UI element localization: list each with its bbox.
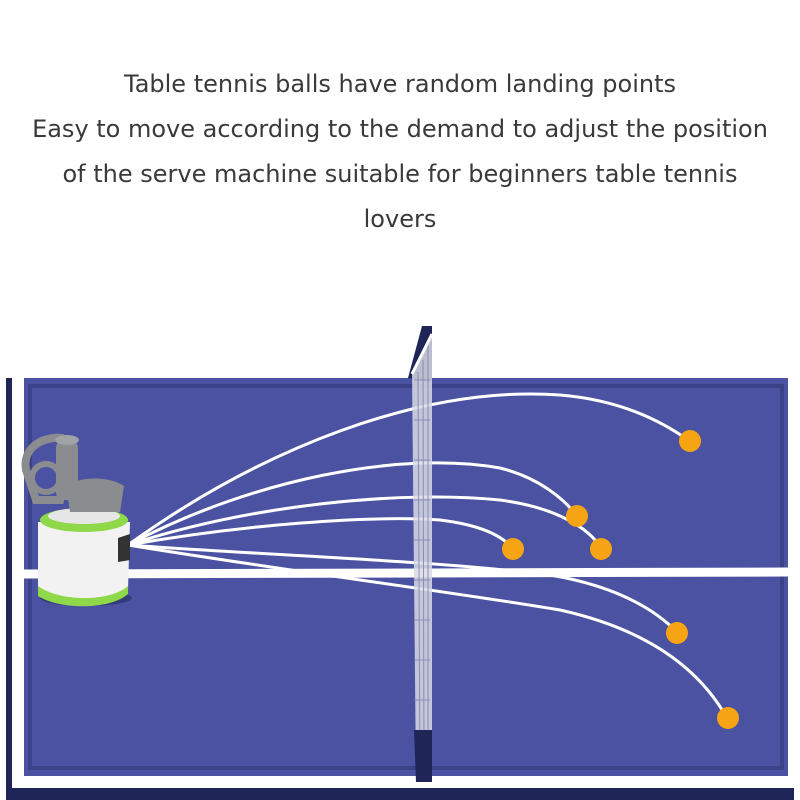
table-border-outer <box>12 366 800 788</box>
machine-base-ring <box>38 586 128 607</box>
trajectory-4 <box>126 517 515 551</box>
machine-tube <box>56 440 78 500</box>
trajectory-5 <box>126 543 679 634</box>
ball-5 <box>666 622 688 644</box>
ball-2 <box>566 505 588 527</box>
caption-line-2: Easy to move according to the demand to … <box>32 115 768 143</box>
net-mesh <box>412 334 432 778</box>
machine-hopper <box>66 478 124 512</box>
caption: Table tennis balls have random landing p… <box>0 62 800 242</box>
trajectory-1 <box>126 392 690 547</box>
serve-machine <box>21 433 132 607</box>
ball-6 <box>717 707 739 729</box>
caption-line-3: of the serve machine suitable for beginn… <box>62 160 738 188</box>
net-mesh-lines <box>414 345 430 779</box>
machine-outlet <box>118 534 130 562</box>
ball-4 <box>502 538 524 560</box>
net <box>408 326 434 782</box>
trajectory-2 <box>126 461 579 547</box>
ball-1 <box>679 430 701 452</box>
machine-tube-cap <box>55 435 79 445</box>
ball-3 <box>590 538 612 560</box>
caption-line-4: lovers <box>363 205 437 233</box>
machine-body <box>38 522 130 603</box>
balls <box>502 430 739 729</box>
caption-line-1: Table tennis balls have random landing p… <box>124 70 676 98</box>
net-post-bottom <box>414 730 432 782</box>
table-center-line <box>23 567 789 579</box>
net-tape <box>410 333 434 375</box>
trajectory-6 <box>126 543 729 720</box>
